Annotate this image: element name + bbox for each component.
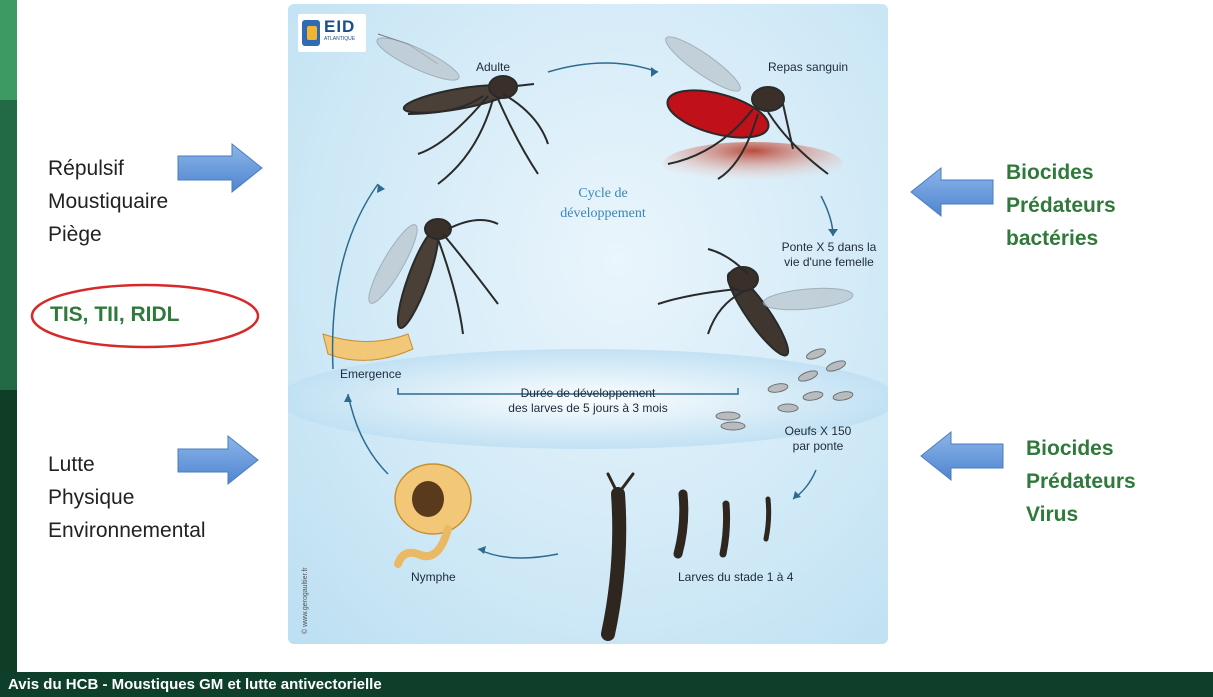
duree-line-1: Durée de développement (493, 386, 683, 401)
larvae-icon (608, 474, 769, 634)
oeufs-line-1: Oeufs X 150 (778, 424, 858, 439)
cycle-title-line-1: Cycle de (538, 184, 668, 204)
ponte-label: Ponte X 5 dans la vie d'une femelle (774, 240, 884, 270)
repulsif-label: Répulsif (48, 152, 168, 185)
oeufs-line-2: par ponte (778, 439, 858, 454)
pupa-icon (395, 464, 471, 564)
image-credit: © www.gerogaultier.fr (302, 567, 309, 634)
cycle-title: Cycle de développement (538, 184, 668, 224)
right-measures-group-1: Biocides Prédateurs bactéries (1006, 156, 1116, 255)
life-cycle-diagram: EID ATLANTIQUE Adulte Repas sanguin Cycl… (288, 4, 888, 644)
biocides-label-2: Biocides (1026, 432, 1136, 465)
eid-logo: EID ATLANTIQUE (298, 14, 366, 52)
left-measures-group-1: Répulsif Moustiquaire Piège (48, 152, 168, 251)
footer-title: Avis du HCB - Moustiques GM et lutte ant… (0, 672, 1213, 697)
ponte-line-2: vie d'une femelle (774, 255, 884, 270)
eid-logo-subtitle: ATLANTIQUE (324, 36, 355, 42)
biocides-label: Biocides (1006, 156, 1116, 189)
larves-label: Larves du stade 1 à 4 (678, 570, 793, 585)
physique-label: Physique (48, 481, 206, 514)
arrow-left-icon (911, 168, 993, 216)
eid-logo-text: EID (324, 17, 355, 37)
diagram-artwork (288, 4, 888, 644)
adulte-label: Adulte (476, 60, 510, 75)
arrow-left-icon-2 (921, 432, 1003, 480)
lutte-label: Lutte (48, 448, 206, 481)
bacteries-label: bactéries (1006, 222, 1116, 255)
adult-mosquito-icon (373, 31, 548, 184)
nymphe-label: Nymphe (411, 570, 456, 585)
arrow-right-icon (178, 144, 262, 192)
eid-logo-mark-icon (302, 20, 320, 46)
right-measures-group-2: Biocides Prédateurs Virus (1026, 432, 1136, 531)
ponte-line-1: Ponte X 5 dans la (774, 240, 884, 255)
environnemental-label: Environnemental (48, 514, 206, 547)
left-accent-bar (0, 0, 17, 672)
left-measures-group-2: Lutte Physique Environnemental (48, 448, 206, 547)
predateurs-label: Prédateurs (1006, 189, 1116, 222)
oeufs-label: Oeufs X 150 par ponte (778, 424, 858, 454)
virus-label: Virus (1026, 498, 1136, 531)
duree-line-2: des larves de 5 jours à 3 mois (493, 401, 683, 416)
moustiquaire-label: Moustiquaire (48, 185, 168, 218)
piege-label: Piège (48, 218, 168, 251)
duree-label: Durée de développement des larves de 5 j… (493, 386, 683, 416)
emergence-label: Emergence (340, 367, 401, 382)
cycle-title-line-2: développement (538, 204, 668, 224)
repas-sanguin-label: Repas sanguin (768, 60, 848, 75)
tis-tii-ridl-label: TIS, TII, RIDL (50, 298, 180, 331)
predateurs-label-2: Prédateurs (1026, 465, 1136, 498)
